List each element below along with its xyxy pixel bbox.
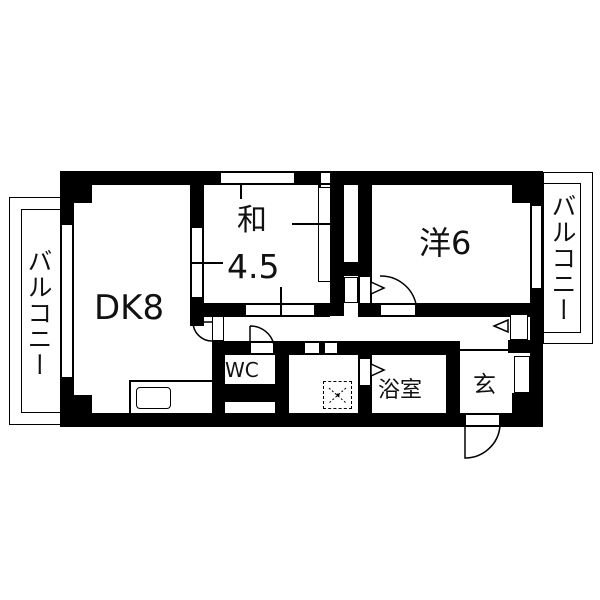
hall-door-jamb-right (510, 314, 528, 340)
wall-wc-shelf (225, 384, 275, 398)
entrance-storage (514, 356, 530, 393)
wall-top (60, 171, 543, 185)
room-label-washitsu-kanji: 和 (237, 203, 267, 238)
room-label-washitsu-size: 4.5 (227, 247, 280, 286)
room-label-youshitsu: 洋6 (419, 224, 472, 262)
dk-counter-left (129, 380, 131, 414)
wall-bottom (60, 413, 543, 427)
window-washitsu-top (220, 172, 295, 184)
wc-door-gap (250, 342, 274, 354)
door-gap-youshitsu (380, 304, 416, 316)
window-dk-left (61, 224, 73, 378)
balcony-right-label: バルコニー (548, 193, 577, 323)
sliding-door-divider (191, 262, 223, 264)
sink-icon (136, 387, 171, 409)
entrance-top-line (460, 349, 512, 351)
door-jamb-dk (212, 316, 224, 341)
wall-dk-wc (212, 345, 225, 427)
balcony-right-inner (543, 183, 581, 333)
balcony-right (543, 172, 593, 344)
storage-box (344, 277, 358, 303)
dk-counter-line (129, 380, 212, 382)
vent-divider (319, 342, 325, 354)
drain-icon (323, 381, 352, 409)
wall-wc-lower (225, 398, 275, 402)
wall-bath-top (358, 341, 458, 355)
wall-wc-right (275, 341, 289, 427)
pillar-tl (60, 171, 92, 203)
pillar-entrance (512, 393, 543, 427)
closet-divider (292, 223, 332, 225)
pillar-bl (60, 395, 92, 427)
room-label-dk: DK8 (94, 288, 165, 328)
pillar-tr (512, 171, 543, 203)
wall-bath-right (446, 341, 460, 427)
wall-closet-washitsu (330, 171, 344, 316)
washitsu-top-tick (240, 184, 242, 199)
balcony-left-label: バルコニー (24, 248, 53, 378)
sliding-door-washitsu-divider (280, 287, 282, 317)
window-youshitsu-right (531, 205, 542, 289)
room-label-bath: 浴室 (378, 378, 423, 403)
balcony-left-inner (21, 209, 61, 413)
wall-entrance-right (508, 340, 543, 353)
room-label-entrance: 玄 (473, 372, 496, 398)
room-label-wc: WC (225, 358, 259, 382)
entrance-door-gap (465, 414, 500, 426)
